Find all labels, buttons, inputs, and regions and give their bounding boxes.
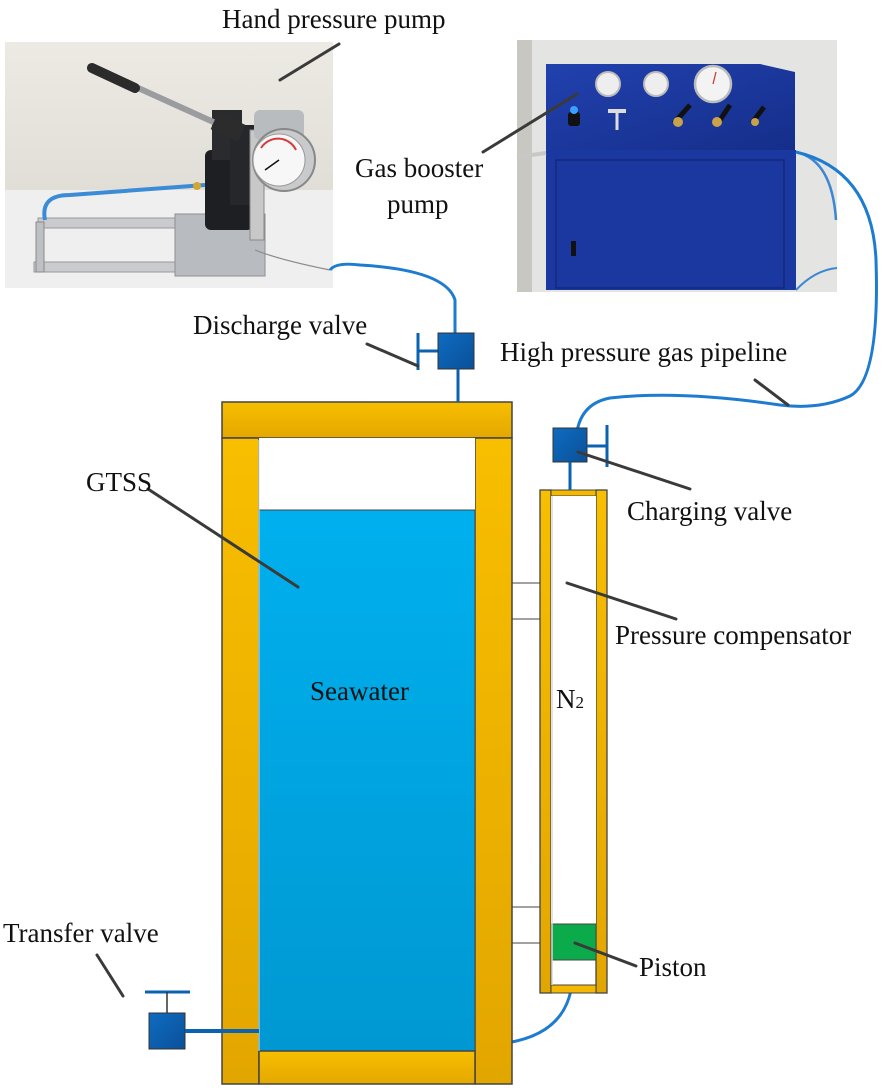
leader-gtss — [146, 487, 300, 589]
booster-top-panel-icon — [546, 64, 795, 150]
compensator-top-cap — [550, 489, 597, 497]
booster-gauges-icon — [595, 64, 733, 104]
discharge-valve[interactable] — [416, 332, 475, 402]
piston — [550, 923, 597, 961]
label-discharge-valve: Discharge valve — [193, 310, 367, 340]
hand-pump-photo — [5, 42, 333, 288]
label-piston: Piston — [639, 952, 707, 982]
leader-hand-pump — [278, 42, 341, 82]
label-gtss: GTSS — [86, 467, 152, 497]
gtss-vessel — [221, 401, 513, 1085]
leader-discharge-valve — [365, 342, 420, 368]
pressure-gauge-icon — [252, 110, 316, 192]
seawater-body — [258, 509, 476, 1052]
transfer-valve[interactable] — [145, 990, 259, 1050]
leader-piston — [573, 941, 638, 968]
leader-transfer-valve — [95, 953, 125, 998]
vessel-left-wall — [221, 437, 260, 1085]
n2-subscript: 2 — [576, 693, 585, 712]
booster-door-outline — [555, 159, 785, 289]
charging-valve[interactable] — [552, 425, 609, 490]
booster-hose-icon — [795, 267, 838, 291]
n2-gas-chamber — [551, 496, 596, 924]
label-gas-booster-line2: pump — [387, 189, 449, 219]
leader-gas-pipeline — [753, 378, 790, 407]
pump-wire-icon — [254, 249, 331, 271]
label-high-pressure-gas-pipeline: High pressure gas pipeline — [500, 337, 787, 367]
compensator-bottom-cap — [550, 984, 597, 994]
compensator-left-wall — [539, 489, 552, 994]
vessel-bottom-cap — [258, 1050, 476, 1085]
vessel-top-cap — [221, 401, 513, 439]
photo-wall-edge — [517, 40, 532, 292]
vessel-headspace — [259, 438, 475, 510]
booster-inlet-hose-icon — [516, 151, 547, 159]
leader-lines — [95, 42, 790, 998]
label-seawater: Seawater — [310, 676, 409, 706]
leader-gas-booster — [481, 92, 579, 154]
label-pressure-compensator: Pressure compensator — [615, 620, 851, 650]
label-hand-pressure-pump: Hand pressure pump — [222, 4, 445, 34]
hose-fitting-icon — [193, 182, 201, 190]
door-handle-icon — [571, 241, 576, 256]
leader-pressure-compensator — [565, 581, 678, 621]
label-transfer-valve: Transfer valve — [3, 918, 159, 948]
leader-charging-valve — [576, 450, 692, 491]
vessel-compensator-struts — [512, 582, 540, 944]
booster-controls-icon — [568, 103, 766, 130]
vessel-right-wall — [474, 437, 513, 1085]
gas-booster-pump-photo — [516, 40, 838, 292]
high-pressure-gas-pipeline — [574, 150, 878, 441]
photo-table — [5, 190, 333, 288]
compensator-right-wall — [595, 489, 608, 994]
label-charging-valve: Charging valve — [627, 496, 792, 526]
label-gas-booster-line1: Gas booster — [355, 153, 483, 183]
n2-symbol: N — [556, 684, 576, 714]
hand-pump-pipeline — [328, 262, 457, 345]
pump-hose-icon — [42, 183, 206, 221]
label-n2: N2 — [556, 684, 584, 714]
pressure-compensator — [539, 489, 608, 994]
pump-handle-icon — [87, 63, 246, 142]
booster-cabinet-icon — [546, 150, 796, 290]
